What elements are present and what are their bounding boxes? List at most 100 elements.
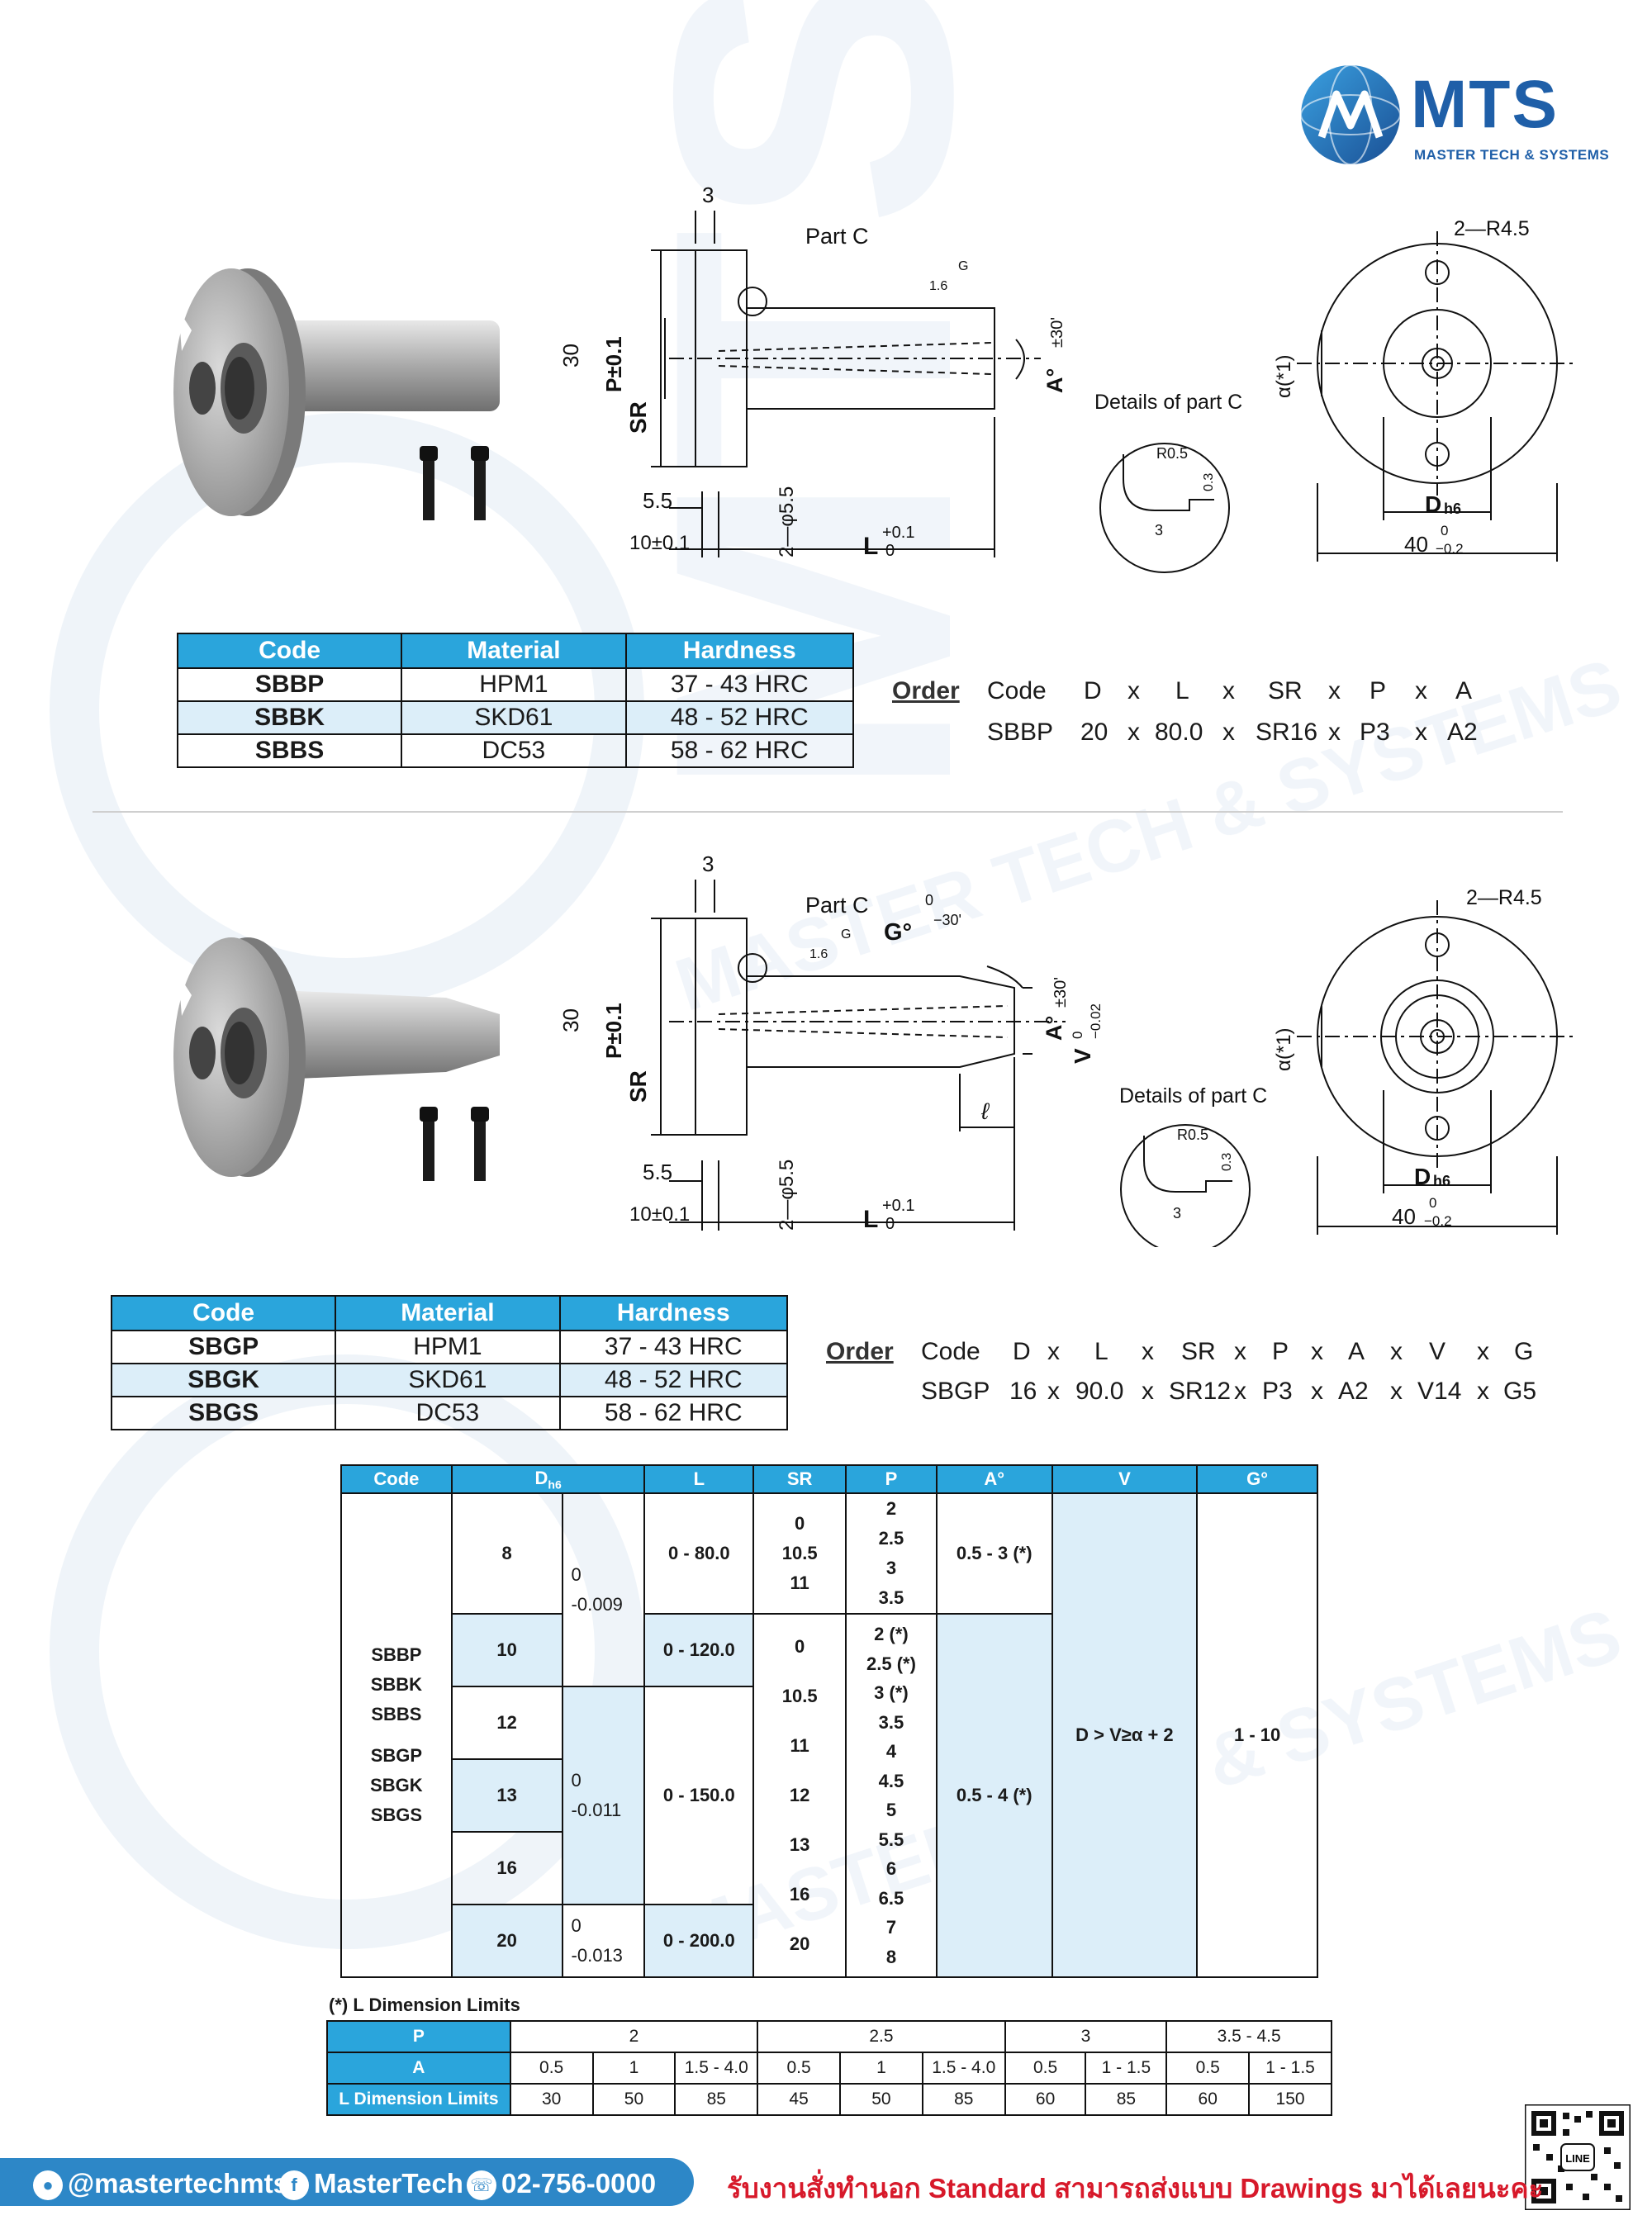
limit-cell: 60 [1004,2083,1087,2116]
dim-l-tol-low: 0 [885,1215,895,1233]
order-example: x [1047,1378,1060,1405]
p-item: 6 [885,1858,897,1879]
p-group: 3 [1004,2020,1168,2053]
surface-mark: 1.6 [929,279,947,293]
tol-low: -0.009 [571,1594,623,1615]
cell-l: 0 - 200.0 [643,1904,755,1978]
dimension-spec-table: Code Dh6 L SR P A° V G° SBBP SBBK SBBS S… [340,1464,1318,1978]
order-example: x [1222,719,1235,746]
col-hardness: Hardness [624,633,855,669]
line-contact[interactable]: ●@mastertechmts [33,2168,288,2201]
surface-g: G [841,927,851,942]
p-item: 6.5 [878,1887,904,1909]
dim-3-detail: 3 [1173,1205,1181,1221]
cell-a: 0.5 - 4 (*) [935,1613,1053,1978]
dim-v-tol-up: 0 [1070,1032,1085,1039]
technical-drawing-sbg-detail: 2—R4.5 α(*1) D h6 40 0 −0.2 Details of p… [1119,886,1578,1247]
dim-30: 30 [558,1008,583,1032]
order-label: Order [892,677,960,704]
cell-hardness: 48 - 52 HRC [624,700,855,735]
dimension-limits-title: (*) L Dimension Limits [329,1995,520,2015]
tol-up: 0 [571,1915,582,1936]
dim-g-tol-up: 0 [925,892,933,908]
order-field: SR [1181,1338,1216,1365]
cell-material: HPM1 [401,667,627,702]
cell-code: SBBS [176,733,403,768]
product-photo-sbb [173,268,500,520]
line-qr-code[interactable]: LINE [1525,2104,1631,2210]
dim-40: 40 [1404,532,1428,557]
dim-l: L [863,533,878,560]
cell-hardness: 37 - 43 HRC [558,1330,789,1364]
limit-cell: 60 [1165,2083,1251,2116]
col-code: Code [110,1295,337,1331]
tol-low: -0.011 [571,1800,622,1820]
dim-alpha: α(*1) [1273,1027,1295,1071]
p-group: 2.5 [757,2020,1006,2053]
dim-10: 10±0.1 [629,532,690,554]
cell-l: 0 - 150.0 [643,1686,755,1905]
order-field: x [1328,677,1341,704]
order-field: A [1348,1338,1365,1365]
dim-dh6: D [1425,491,1441,517]
cell-codes: SBBP SBBK SBBS SBGP SBGK SBGS [340,1492,453,1978]
dim-g-tol-low: −30' [933,912,961,928]
col-l: L [643,1464,755,1494]
order-example: x [1390,1378,1403,1405]
p-item: 2 [885,1498,897,1519]
product-photo-sbg [173,937,500,1181]
sr-item: 12 [789,1785,810,1805]
p-group: 3.5 - 4.5 [1165,2020,1332,2053]
a-cell: 1.5 - 4.0 [674,2052,759,2085]
code-item: SBBP [371,1644,422,1665]
order-field: x [1477,1338,1489,1365]
dim-p: P±0.1 [601,1003,626,1059]
cell-hardness: 58 - 62 HRC [624,733,855,768]
dim-5-5: 5.5 [643,488,672,513]
order-field: L [1175,677,1189,704]
a-cell: 1 - 1.5 [1085,2052,1168,2085]
limit-cell: 85 [921,2083,1006,2116]
dim-l-tol-up: +0.1 [882,1197,914,1215]
order-field: P [1370,677,1387,704]
limit-cell: 150 [1248,2083,1332,2116]
order-example: x [1142,1378,1154,1405]
cell-sr: 0 10.5 11 [752,1492,847,1615]
dim-dh6: D [1414,1164,1431,1189]
col-code: Code [340,1464,453,1494]
cell-material: SKD61 [401,700,627,735]
col-sr: SR [752,1464,847,1494]
p-item: 3.5 [878,1587,904,1608]
order-label: Order [826,1338,894,1365]
limit-cell: 85 [1085,2083,1168,2116]
order-example: A2 [1338,1378,1369,1405]
col-d: Dh6 [450,1464,646,1494]
order-example: 90.0 [1075,1378,1124,1405]
dim-3: 3 [702,183,714,207]
a-cell: 1 - 1.5 [1248,2052,1332,2085]
dim-40-up: 0 [1429,1195,1436,1211]
cell-code: SBBP [176,667,403,702]
row-label-limits: L Dimension Limits [326,2083,511,2116]
technical-drawing-sbg-side: 3 Part C G° 0 −30' 30 P±0.1 SR A° ±30' V… [558,851,1104,1233]
code-item: SBBS [371,1704,422,1724]
a-cell: 0.5 [757,2052,842,2085]
order-example: P3 [1262,1378,1293,1405]
order-field: Code [987,677,1047,704]
table-row: SBGP HPM1 37 - 43 HRC [110,1330,789,1364]
phone-contact[interactable]: ☏02-756-0000 [467,2168,656,2201]
p-item: 4.5 [878,1770,904,1791]
p-item: 4 [885,1741,897,1762]
order-example: 16 [1009,1378,1037,1405]
dim-40-up: 0 [1441,523,1448,538]
dim-dh6-sub: h6 [1444,500,1461,517]
sr-item: 0 [795,1636,805,1657]
order-field: G [1514,1338,1534,1365]
p-item: 3 [885,1558,897,1578]
tol-up: 0 [571,1564,582,1585]
dim-30: 30 [558,344,583,368]
phone-icon: ☏ [467,2170,496,2201]
cell-tol: 0 -0.009 [561,1492,646,1687]
technical-drawing-sbb-detail: 2—R4.5 α(*1) D h6 40 0 −0.2 Details of p… [1094,217,1578,573]
